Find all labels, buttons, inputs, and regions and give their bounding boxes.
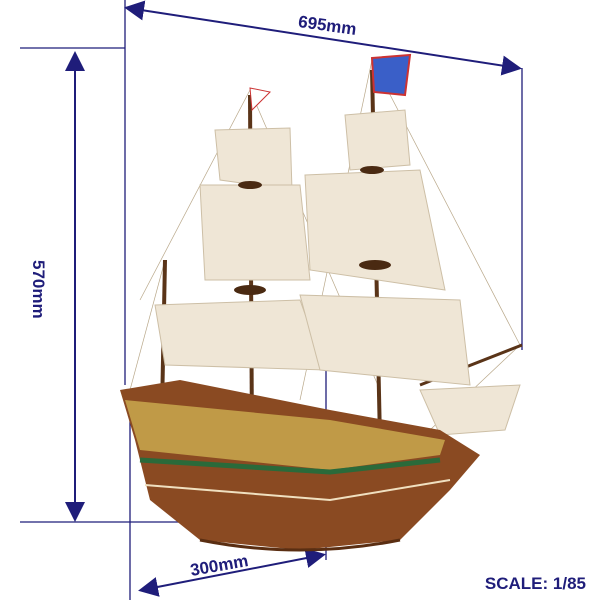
length-arrow bbox=[124, 0, 522, 76]
scale-label: SCALE: 1/85 bbox=[484, 574, 586, 593]
width-arrow bbox=[138, 548, 326, 597]
ship bbox=[120, 53, 523, 552]
height-label: 570mm bbox=[29, 260, 48, 319]
